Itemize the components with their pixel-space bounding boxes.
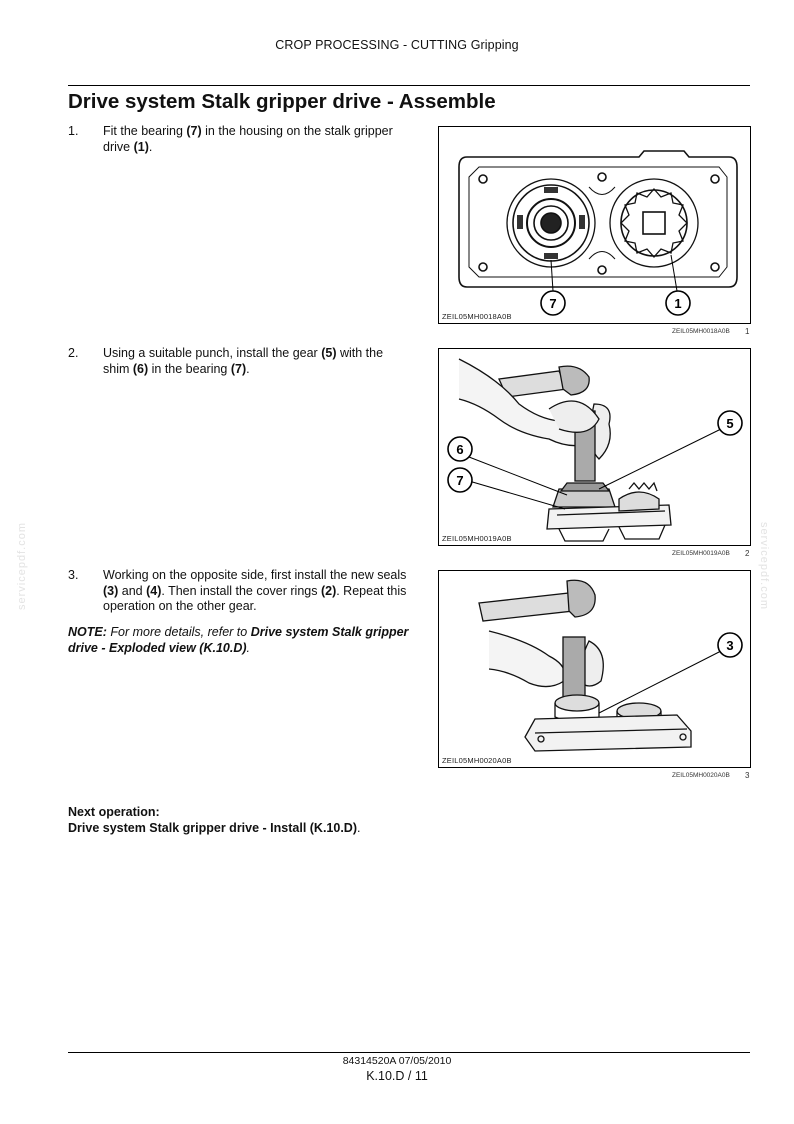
footer-page-number: K.10.D / 11 (366, 1069, 428, 1083)
page-header: CROP PROCESSING - CUTTING Gripping (275, 38, 519, 52)
figure-caption-code: ZEIL05MH0020A0B (672, 772, 730, 779)
callout-3: 3 (726, 638, 733, 653)
header-rule (68, 85, 750, 86)
page-title: Drive system Stalk gripper drive - Assem… (68, 90, 496, 113)
callout-7: 7 (549, 296, 556, 311)
seal-install-illustration: 3 (478, 579, 743, 752)
figure-3: 3 ZEIL05MH0020A0B (438, 570, 751, 768)
figure-caption-code: ZEIL05MH0019A0B (672, 550, 730, 557)
footer-rule (68, 1052, 750, 1053)
callout-5: 5 (726, 416, 733, 431)
callout-7: 7 (456, 473, 463, 488)
figure-number: 1 (745, 327, 750, 336)
callout-1: 1 (674, 296, 681, 311)
figure-code: ZEIL05MH0018A0B (442, 312, 512, 321)
note-label: NOTE: (68, 625, 107, 639)
step-2: 2. Using a suitable punch, install the g… (68, 346, 413, 386)
step-number: 2. (68, 346, 79, 360)
step-number: 1. (68, 124, 79, 138)
next-operation-label: Next operation: (68, 805, 160, 819)
figure-code: ZEIL05MH0020A0B (442, 756, 512, 765)
figure-code: ZEIL05MH0019A0B (442, 534, 512, 543)
step-text: Fit the bearing (7) in the housing on th… (103, 124, 393, 154)
step-1: 1. Fit the bearing (7) in the housing on… (68, 124, 413, 164)
note: NOTE: For more details, refer to Drive s… (68, 625, 409, 655)
step-text: Working on the opposite side, first inst… (103, 568, 407, 613)
gear-punch-illustration: 5 6 7 (447, 358, 743, 542)
next-operation-link[interactable]: Drive system Stalk gripper drive - Insta… (68, 821, 357, 835)
footer-doc-id: 84314520A 07/05/2010 (342, 1055, 452, 1067)
step-text: Using a suitable punch, install the gear… (103, 346, 384, 376)
step-number: 3. (68, 568, 79, 582)
figure-number: 3 (745, 771, 750, 780)
callout-6: 6 (456, 442, 463, 457)
watermark-left: servicepdf.com (15, 522, 28, 610)
step-3: 3. Working on the opposite side, first i… (68, 568, 413, 618)
figure-caption-code: ZEIL05MH0018A0B (672, 328, 730, 335)
watermark-right: servicepdf.com (757, 522, 770, 610)
bearing-housing-illustration: 7 1 (458, 150, 738, 316)
figure-number: 2 (745, 549, 750, 558)
figure-1: 7 1 ZEIL05MH0018A0B (438, 126, 751, 324)
next-operation: Next operation: Drive system Stalk gripp… (68, 805, 361, 835)
figure-2: 5 6 7 ZEIL05MH0019A0B (438, 348, 751, 546)
note-reference-link[interactable]: Drive system Stalk gripper drive - Explo… (68, 625, 409, 655)
